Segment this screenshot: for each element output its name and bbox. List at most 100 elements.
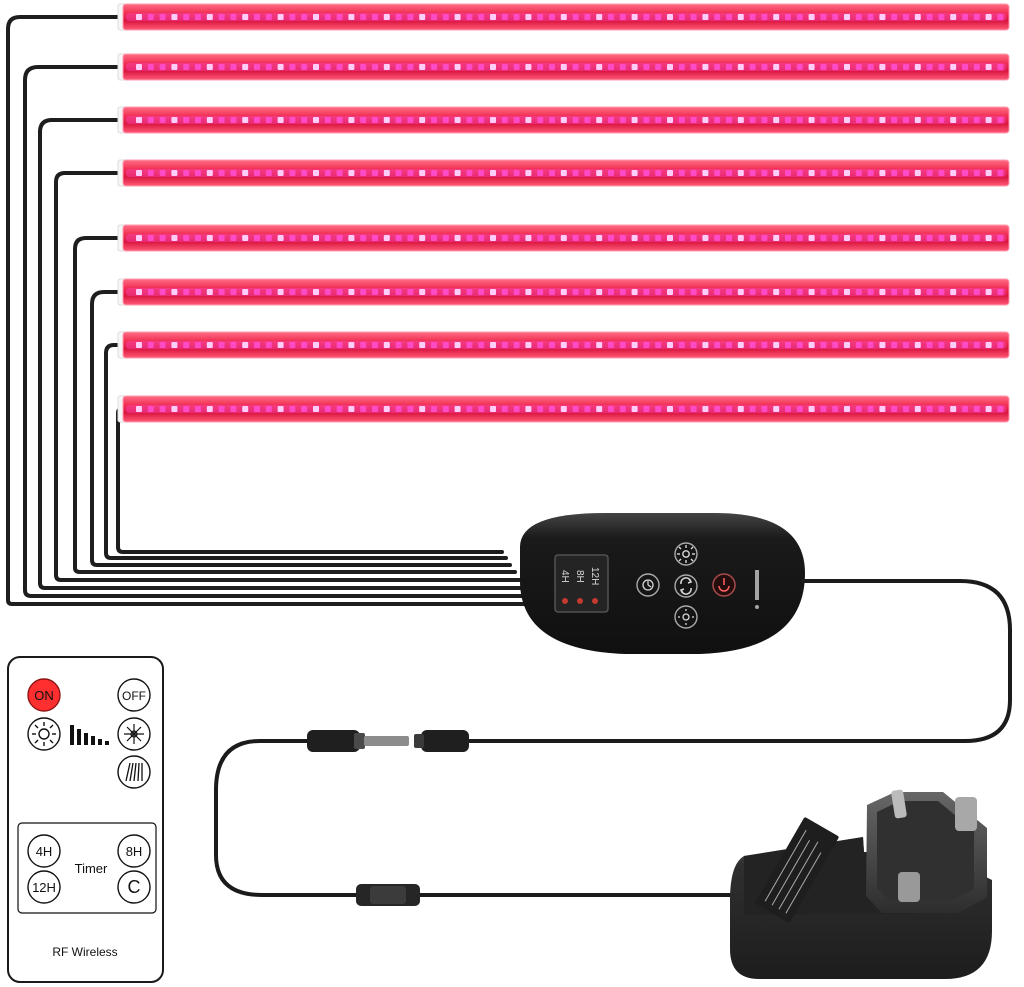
led-chip (938, 342, 945, 348)
remote-on-button[interactable] (27, 678, 61, 712)
led-chip (336, 14, 343, 20)
led-chip (372, 235, 378, 241)
led-chip (891, 342, 898, 348)
remote-spectrum-button[interactable] (117, 755, 151, 789)
remote-4h-button[interactable] (27, 834, 61, 868)
led-chip (761, 289, 768, 295)
remote-cancel-button[interactable] (117, 870, 151, 904)
led-chip (265, 170, 272, 176)
led-chip (596, 170, 603, 176)
led-chip (254, 117, 260, 123)
led-chip (950, 64, 957, 70)
led-chip (796, 14, 803, 20)
led-chip (914, 342, 921, 348)
led-chip (254, 64, 260, 70)
led-chip (159, 117, 166, 123)
led-chip (372, 289, 378, 295)
led-chip (997, 342, 1004, 348)
led-chip (383, 342, 390, 348)
dc-plug-tip (364, 736, 409, 746)
led-chip (289, 406, 296, 412)
led-chip (407, 64, 414, 70)
led-chip (749, 406, 756, 412)
led-chip (348, 235, 355, 241)
led-chip (785, 289, 791, 295)
led-chip (501, 14, 508, 20)
led-chip (631, 170, 638, 176)
led-chip (690, 170, 697, 176)
led-chip (407, 289, 414, 295)
remote-on-label: ON (34, 688, 54, 703)
led-chip (631, 117, 638, 123)
led-chip (313, 406, 319, 412)
led-chip (549, 289, 555, 295)
led-chip (442, 342, 449, 348)
adapter-earth-pin (891, 789, 907, 819)
led-chip (560, 289, 567, 295)
led-chip (490, 235, 496, 241)
led-chip (301, 235, 308, 241)
dc-plug-ring (354, 733, 365, 749)
led-chip (372, 14, 378, 20)
led-chip (171, 342, 178, 348)
led-chip (466, 289, 473, 295)
cable-ferrite (356, 884, 420, 906)
controller-timer-4h: 4H (559, 570, 570, 583)
led-chip (608, 235, 614, 241)
light-strip-5 (117, 224, 1010, 252)
led-chip (171, 64, 178, 70)
remote-off-label: OFF (122, 689, 146, 703)
led-chip (631, 235, 638, 241)
led-chip (891, 14, 898, 20)
led-chip (608, 406, 614, 412)
remote-8h-button[interactable] (117, 834, 151, 868)
led-chip (431, 289, 437, 295)
led-chip (313, 289, 319, 295)
light-strip-1 (117, 3, 1010, 31)
led-chip (537, 406, 544, 412)
cable-strip-3 (38, 118, 527, 590)
led-chip (230, 117, 237, 123)
controller-brightness-down-button[interactable] (674, 605, 698, 629)
led-chip (513, 64, 520, 70)
led-chip (419, 14, 426, 20)
led-chip (643, 406, 650, 412)
led-chip (667, 117, 673, 123)
led-chip (159, 64, 166, 70)
led-chip (454, 235, 461, 241)
led-chip (867, 235, 874, 241)
led-chip (808, 406, 815, 412)
led-chip (454, 14, 461, 20)
remote-12h-button[interactable] (27, 870, 61, 904)
controller-mode-button[interactable] (674, 574, 698, 598)
led-chip (254, 289, 260, 295)
remote-12h-label: 12H (32, 880, 56, 895)
led-chip (218, 170, 225, 176)
led-chip (584, 14, 591, 20)
led-chip (454, 406, 461, 412)
led-chip (655, 14, 662, 20)
led-chip (348, 170, 355, 176)
led-chip (832, 64, 839, 70)
led-chip (242, 289, 249, 295)
led-chip (596, 235, 603, 241)
led-chip (997, 14, 1004, 20)
led-chip (891, 235, 898, 241)
led-chip (773, 14, 780, 20)
led-chip (973, 14, 980, 20)
led-chip (537, 289, 544, 295)
led-chip (431, 14, 437, 20)
remote-off-button[interactable] (117, 678, 151, 712)
led-chip (619, 289, 626, 295)
led-chip (431, 117, 437, 123)
led-chip (289, 117, 296, 123)
remote-cancel-label: C (128, 877, 141, 897)
led-chip (206, 342, 213, 348)
led-chip (726, 235, 732, 241)
led-chip (560, 64, 567, 70)
led-chip (254, 406, 260, 412)
led-chip (395, 235, 402, 241)
dc-socket-face (414, 734, 424, 748)
led-chip (678, 64, 685, 70)
led-chip (761, 170, 768, 176)
